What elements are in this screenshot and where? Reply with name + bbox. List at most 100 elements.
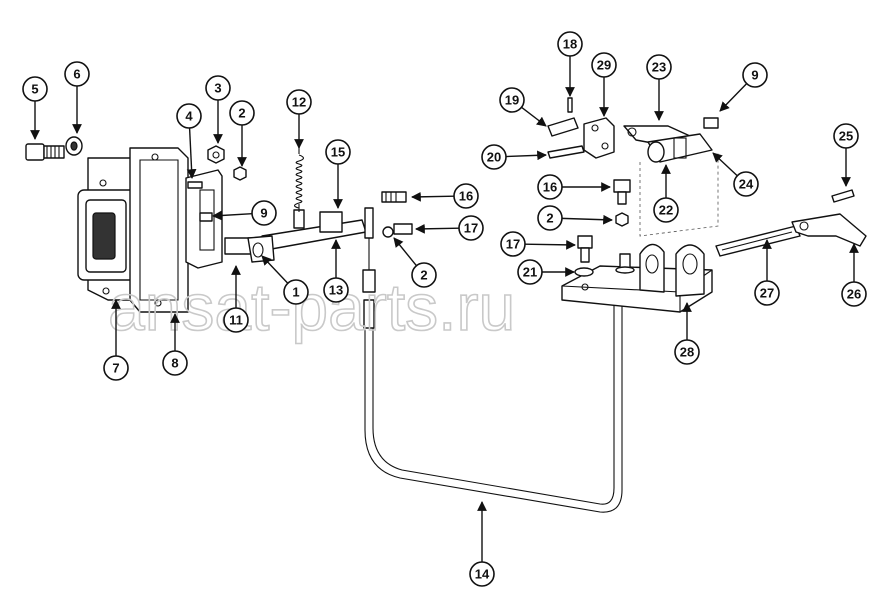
- callout-number: 4: [185, 109, 193, 124]
- callout-c3: 3: [205, 75, 231, 144]
- watermark-text: ansat-parts.ru: [108, 270, 515, 344]
- callout-circle: [591, 52, 617, 78]
- stud-post: [615, 253, 635, 274]
- callout-number: 2: [546, 211, 553, 226]
- callout-number: 9: [751, 68, 758, 83]
- callout-c29: 29: [591, 52, 617, 117]
- screw-9-left: [199, 212, 213, 222]
- bolt-16-right: [613, 179, 631, 205]
- leader-line: [521, 106, 547, 127]
- leader-line: [393, 237, 417, 267]
- rod-27: [715, 225, 801, 257]
- spring-12: [294, 148, 304, 212]
- callout-circle: [453, 183, 479, 209]
- callout-number: 15: [331, 145, 345, 160]
- callout-circle: [411, 262, 437, 288]
- callout-circle: [742, 62, 768, 88]
- pivot-bracket-29: [583, 117, 615, 159]
- callout-circle: [537, 205, 563, 231]
- gasket-plate-8: [129, 147, 189, 313]
- callout-c15: 15: [325, 139, 351, 209]
- callout-circle: [176, 103, 202, 129]
- callout-number: 12: [292, 95, 306, 110]
- callout-circle: [325, 139, 351, 165]
- callout-number: 16: [543, 180, 557, 195]
- pin-25: [831, 189, 855, 203]
- callout-circle: [517, 259, 543, 285]
- screw-17-left: [382, 223, 413, 238]
- control-cable-14: [362, 207, 623, 513]
- callout-number: 25: [839, 129, 853, 144]
- callout-circle: [500, 231, 526, 257]
- bolt-17-right: [577, 235, 593, 263]
- callout-c26: 26: [841, 243, 867, 307]
- screw-4: [187, 181, 203, 189]
- leader-line: [186, 127, 197, 179]
- callout-circle: [646, 54, 672, 80]
- bolt-5: [25, 143, 65, 161]
- callout-c14: 14: [469, 501, 495, 587]
- callout-circle: [162, 350, 188, 376]
- leader-line: [261, 255, 289, 284]
- callout-circle: [499, 87, 525, 113]
- callout-number: 28: [680, 345, 694, 360]
- callout-circle: [205, 75, 231, 101]
- callout-circle: [469, 561, 495, 587]
- callout-number: 29: [597, 58, 611, 73]
- callout-circle: [841, 281, 867, 307]
- handle-lever-26: [791, 213, 867, 247]
- callout-c11: 11: [223, 265, 249, 333]
- callout-circle: [653, 197, 679, 223]
- callout-number: 5: [31, 82, 38, 97]
- callout-circle: [283, 279, 309, 305]
- leader-line: [712, 152, 738, 177]
- callout-number: 2: [420, 268, 427, 283]
- callout-c13: 13: [323, 239, 349, 303]
- callout-number: 18: [563, 37, 577, 52]
- bracket-ears: [639, 243, 705, 297]
- callout-c21: 21: [517, 259, 575, 285]
- callout-circle: [481, 144, 507, 170]
- screw-9-right: [703, 117, 719, 129]
- callout-c9a: 9: [212, 200, 277, 226]
- callout-c22: 22: [653, 164, 679, 223]
- callout-c8: 8: [162, 313, 188, 376]
- cotter-pin-20: [547, 145, 585, 159]
- callout-number: 22: [659, 203, 673, 218]
- pin-19: [547, 117, 579, 137]
- leader-line: [561, 214, 613, 225]
- callout-c6: 6: [64, 61, 90, 134]
- callout-circle: [103, 355, 129, 381]
- callout-c25: 25: [833, 123, 859, 187]
- washer-6: [65, 136, 83, 156]
- callout-c9b: 9: [719, 62, 768, 112]
- washer-21: [574, 267, 594, 277]
- callout-number: 14: [475, 567, 490, 582]
- callout-circle: [733, 171, 759, 197]
- callout-circle: [223, 307, 249, 333]
- callout-circle: [229, 100, 255, 126]
- callout-c4: 4: [176, 103, 202, 179]
- callout-c2c: 2: [537, 205, 613, 231]
- callout-circle: [64, 61, 90, 87]
- leader-line: [411, 191, 455, 202]
- callout-circle: [251, 200, 277, 226]
- callout-number: 1: [292, 285, 299, 300]
- leader-line: [524, 239, 576, 250]
- latch-body-22: [647, 133, 713, 163]
- lever-1: [247, 235, 275, 263]
- leader-line: [415, 223, 460, 234]
- screw-16-left: [381, 191, 407, 203]
- callout-c2a: 2: [229, 100, 255, 167]
- callout-c2b: 2: [393, 237, 437, 288]
- leader-line: [505, 150, 547, 161]
- callout-number: 26: [847, 287, 861, 302]
- callout-circle: [833, 123, 859, 149]
- callout-c7: 7: [103, 299, 129, 381]
- callout-circle: [323, 277, 349, 303]
- callout-number: 6: [73, 67, 80, 82]
- callout-c1: 1: [261, 255, 309, 305]
